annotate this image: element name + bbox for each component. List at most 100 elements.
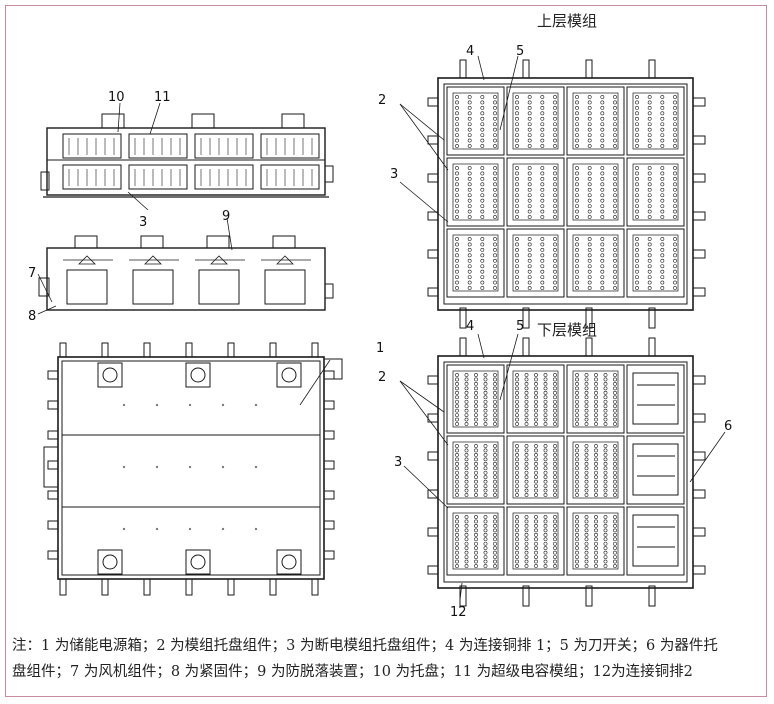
upper-cell-terminal	[540, 116, 545, 121]
lower-cell-terminal	[534, 488, 538, 493]
lower-cell-terminal	[543, 524, 548, 528]
lower-cell-terminal	[543, 475, 548, 480]
upper-cell-terminal	[635, 95, 639, 99]
upper-cell-terminal	[540, 171, 545, 176]
lower-cell-terminal	[524, 377, 529, 382]
lower-cell-terminal	[524, 555, 529, 559]
upper-cell-terminal	[455, 237, 459, 241]
upper-cell-terminal	[647, 204, 652, 209]
upper-cell-terminal	[540, 105, 545, 110]
upper-cell-terminal	[575, 275, 579, 280]
lower-cell-terminal	[524, 457, 529, 462]
lower-cell-terminal	[493, 528, 497, 533]
lower-tab-left	[427, 375, 439, 385]
upper-cell-terminal	[647, 144, 652, 148]
upper-tab-right	[692, 211, 706, 221]
lower-cell-terminal	[515, 457, 519, 462]
lower-cell-terminal	[594, 470, 598, 475]
lower-cell-terminal	[455, 466, 459, 471]
lower-cell-terminal	[613, 484, 617, 488]
upper-cell-terminal	[587, 166, 592, 170]
lower-cell-terminal	[524, 386, 529, 391]
upper-cell-terminal	[515, 166, 519, 170]
top-tab-upper	[59, 342, 67, 358]
lower-cell-terminal	[543, 422, 548, 426]
upper-cell-terminal	[587, 138, 592, 143]
upper-cell-terminal	[527, 182, 532, 187]
lower-battery-block	[512, 370, 559, 428]
leader-line	[127, 191, 149, 211]
lower-cell-terminal	[594, 493, 598, 497]
lower-cell-terminal	[524, 550, 529, 555]
upper-cell-terminal	[673, 166, 677, 170]
upper-cell-terminal	[540, 215, 545, 219]
upper-cell-terminal	[540, 209, 545, 214]
front-connector	[324, 165, 334, 183]
lower-cell-terminal	[553, 537, 557, 542]
side-tray-panel	[198, 269, 240, 305]
upper-cell-terminal	[467, 237, 472, 241]
lower-cell-terminal	[483, 541, 488, 546]
upper-cell-terminal	[480, 105, 485, 110]
lower-cell-terminal	[474, 479, 478, 484]
upper-cell-terminal	[660, 144, 665, 148]
lower-cell-terminal	[534, 537, 538, 542]
side-handle	[74, 235, 98, 249]
lower-cell-terminal	[515, 417, 519, 422]
upper-cell-terminal	[587, 176, 592, 181]
upper-cell-terminal	[587, 258, 592, 263]
lower-cell-terminal	[534, 422, 538, 426]
lower-cell-terminal	[464, 541, 469, 546]
upper-cell-terminal	[455, 204, 459, 209]
upper-cell-terminal	[635, 253, 639, 258]
lower-cell-terminal	[483, 377, 488, 382]
lower-cell-terminal	[493, 448, 497, 453]
upper-cell-terminal	[613, 247, 617, 252]
lower-cell-terminal	[575, 453, 579, 457]
lower-cell-terminal	[493, 461, 497, 466]
lower-cell-terminal	[524, 564, 529, 568]
leader-line	[477, 55, 485, 81]
upper-cell-terminal	[553, 182, 557, 187]
lower-cell-terminal	[474, 532, 478, 537]
upper-cell-terminal	[455, 286, 459, 290]
lower-cell-terminal	[515, 373, 519, 377]
lower-cell-terminal	[515, 524, 519, 528]
lower-cell-terminal	[613, 466, 617, 471]
lower-tab-bottom	[585, 585, 593, 607]
lower-cell-terminal	[553, 408, 557, 413]
lower-cell-terminal	[464, 382, 469, 386]
lower-cell-terminal	[534, 524, 538, 528]
lower-cell-terminal	[584, 422, 589, 426]
lower-cell-terminal	[455, 453, 459, 457]
upper-cell-terminal	[515, 264, 519, 269]
lower-cell-terminal	[613, 524, 617, 528]
upper-cell-terminal	[527, 133, 532, 138]
lower-cell-terminal	[464, 466, 469, 471]
lower-cell-terminal	[455, 386, 459, 391]
lower-cell	[446, 506, 505, 576]
lower-cell-terminal	[524, 373, 529, 377]
lower-cell-terminal	[613, 399, 617, 404]
upper-cell-terminal	[467, 204, 472, 209]
upper-cell-terminal	[455, 198, 459, 203]
upper-cell-terminal	[455, 253, 459, 258]
upper-cell-terminal	[527, 275, 532, 280]
lower-cell-terminal	[543, 448, 548, 453]
lower-cell-terminal	[584, 550, 589, 555]
upper-cell-terminal	[647, 100, 652, 105]
lower-tab-right	[692, 451, 706, 461]
lower-cell-terminal	[515, 470, 519, 475]
lower-cell-terminal	[613, 493, 617, 497]
upper-cell-terminal	[553, 286, 557, 290]
lower-tab-right	[692, 413, 706, 423]
lower-cell-terminal	[613, 550, 617, 555]
lower-cell-terminal	[575, 555, 579, 559]
upper-cell-terminal	[455, 133, 459, 138]
upper-cell-terminal	[515, 182, 519, 187]
lower-cell-terminal	[493, 515, 497, 519]
upper-cell-terminal	[613, 237, 617, 241]
lower-cell-terminal	[493, 417, 497, 422]
lower-cell-terminal	[594, 528, 598, 533]
